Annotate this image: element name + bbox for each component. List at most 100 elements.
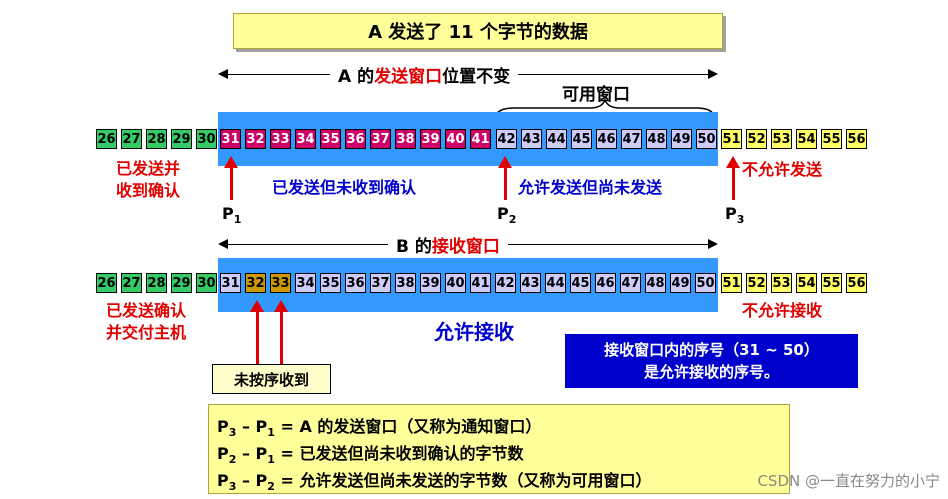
formula-box: P3 – P1 = A 的发送窗口（又称为通知窗口） P2 – P1 = 已发送… <box>208 404 790 494</box>
seq-cell: 45 <box>571 129 592 149</box>
sent-acked-label: 已发送并 收到确认 <box>116 158 180 202</box>
seq-cell: 33 <box>270 129 291 149</box>
send-span-suffix: 位置不变 <box>442 67 511 87</box>
seq-cell: 50 <box>696 129 717 149</box>
sent-acked-line1: 已发送并 <box>116 159 181 178</box>
sent-not-acked-label: 已发送但未收到确认 <box>272 178 417 197</box>
seq-cell: 56 <box>846 129 867 149</box>
formula-line: P3 – P1 = A 的发送窗口（又称为通知窗口） <box>217 417 542 440</box>
seq-cell: 53 <box>771 129 792 149</box>
seq-cell: 36 <box>345 129 366 149</box>
seq-cell: 26 <box>96 273 117 293</box>
seq-cell: 49 <box>670 273 691 293</box>
seq-cell: 27 <box>121 129 142 149</box>
seq-cell: 41 <box>470 273 491 293</box>
seq-cell: 37 <box>370 129 391 149</box>
watermark: CSDN @一直在努力的小宁 <box>757 472 940 490</box>
seq-cell: 29 <box>171 129 192 149</box>
seq-cell: 51 <box>721 129 742 149</box>
send-span-highlight: 发送窗口 <box>374 67 443 87</box>
seq-cell: 54 <box>796 129 817 149</box>
send-window-label: A 的发送窗口位置不变 <box>330 62 519 87</box>
ooo-arrow-32 <box>256 310 259 364</box>
seq-cell: 34 <box>295 273 316 293</box>
seq-cell: 38 <box>395 129 416 149</box>
p2-arrow <box>504 166 507 200</box>
send-window <box>218 112 718 166</box>
seq-cell: 33 <box>270 273 291 293</box>
allowed-not-sent-label: 允许发送但尚未发送 <box>518 178 663 197</box>
seq-cell: 54 <box>796 273 817 293</box>
seq-cell: 55 <box>821 273 842 293</box>
pointer-p3: P3 <box>725 204 745 227</box>
recv-span-prefix: B 的 <box>396 237 432 257</box>
span-arrow-right-icon <box>708 239 718 249</box>
out-of-order-label: 未按序收到 <box>233 370 309 389</box>
recv-note-box: 接收窗口内的序号（31 ~ 50） 是允许接收的序号。 <box>565 334 858 388</box>
send-span-prefix: A 的 <box>338 67 375 87</box>
seq-cell: 44 <box>545 273 566 293</box>
sent-ack-deliver-line2: 并交付主机 <box>106 323 187 342</box>
recv-note-line2: 是允许接收的序号。 <box>643 363 779 381</box>
seq-cell: 31 <box>220 129 241 149</box>
recv-window-label: B 的接收窗口 <box>388 232 508 257</box>
p1-arrow-head-icon <box>224 156 238 168</box>
usable-window-brace <box>495 98 715 119</box>
seq-cell: 40 <box>445 273 466 293</box>
seq-cell: 48 <box>645 273 666 293</box>
seq-cell: 53 <box>771 273 792 293</box>
seq-cell: 40 <box>445 129 466 149</box>
seq-cell: 47 <box>620 273 641 293</box>
sent-ack-deliver-line1: 已发送确认 <box>106 301 187 320</box>
seq-cell: 56 <box>846 273 867 293</box>
seq-cell: 48 <box>646 129 667 149</box>
seq-cell: 29 <box>171 273 192 293</box>
seq-cell: 34 <box>295 129 316 149</box>
recv-window-span: B 的接收窗口 <box>218 232 718 257</box>
seq-cell: 35 <box>320 129 341 149</box>
ooo-arrow-33 <box>280 310 283 364</box>
seq-cell: 28 <box>146 273 167 293</box>
seq-cell: 43 <box>521 129 542 149</box>
seq-cell: 41 <box>470 129 491 149</box>
seq-cell: 46 <box>596 129 617 149</box>
seq-cell: 42 <box>495 273 516 293</box>
seq-cell: 49 <box>671 129 692 149</box>
seq-cell: 50 <box>695 273 716 293</box>
formula-line: P2 – P1 = 已发送但尚未收到确认的字节数 <box>217 444 524 467</box>
seq-cell: 46 <box>595 273 616 293</box>
formula-line: P3 – P2 = 允许发送但尚未发送的字节数（又称为可用窗口） <box>217 471 652 494</box>
sent-ack-deliver-label: 已发送确认 并交付主机 <box>106 300 186 344</box>
usable-window-label: 可用窗口 <box>562 85 630 105</box>
seq-cell: 45 <box>570 273 591 293</box>
seq-cell: 52 <box>746 129 767 149</box>
send-window-span: A 的发送窗口位置不变 <box>218 62 718 87</box>
seq-cell: 38 <box>395 273 416 293</box>
recv-window <box>218 258 718 312</box>
pointer-p2: P2 <box>497 204 517 227</box>
seq-cell: 28 <box>146 129 167 149</box>
seq-cell: 36 <box>345 273 366 293</box>
seq-cell: 37 <box>370 273 391 293</box>
seq-cell: 47 <box>621 129 642 149</box>
seq-cell: 43 <box>520 273 541 293</box>
seq-cell: 32 <box>245 273 266 293</box>
pointer-p1: P1 <box>222 204 242 227</box>
span-arrow-left-icon <box>218 239 228 249</box>
ooo-arrow-head-33-icon <box>274 300 288 312</box>
seq-cell: 55 <box>821 129 842 149</box>
ooo-arrow-head-32-icon <box>250 300 264 312</box>
seq-cell: 27 <box>121 273 142 293</box>
page-title: A 发送了 11 个字节的数据 <box>368 22 588 43</box>
p3-arrow-head-icon <box>726 156 740 168</box>
seq-cell: 39 <box>420 273 441 293</box>
span-arrow-left-icon <box>218 69 228 79</box>
seq-cell: 30 <box>196 273 217 293</box>
seq-cell: 32 <box>245 129 266 149</box>
recv-span-highlight: 接收窗口 <box>431 237 500 257</box>
p3-arrow <box>732 166 735 200</box>
recv-note-line1: 接收窗口内的序号（31 ~ 50） <box>604 341 819 359</box>
not-allowed-recv-label: 不允许接收 <box>742 301 823 320</box>
span-arrow-right-icon <box>708 69 718 79</box>
allowed-recv-label: 允许接收 <box>434 320 514 344</box>
